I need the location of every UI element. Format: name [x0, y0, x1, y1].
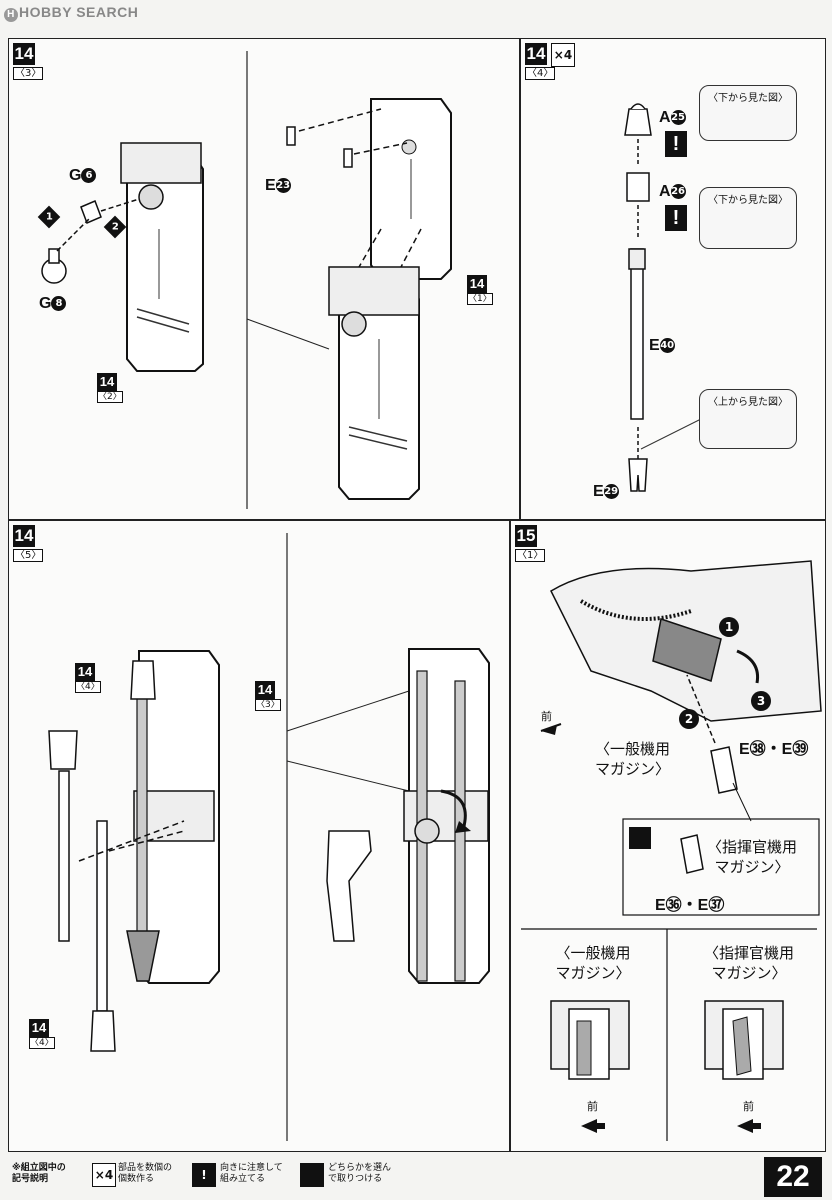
view-from-below-1: 〈下から見た図〉: [699, 85, 797, 141]
part-label-e40: E40: [649, 337, 675, 354]
step-sub: 〈5〉: [13, 549, 44, 562]
general-magazine-label: 〈一般機用 マガジン〉: [595, 740, 671, 778]
ref-tag-14-4-b: 14〈4〉: [29, 1019, 55, 1049]
multiplier-icon: ×4: [551, 43, 575, 67]
part-label-a25: A25: [659, 109, 686, 126]
ref-tag-14-2: 14〈2〉: [97, 373, 123, 403]
caution-legend-text: 向きに注意して 組み立てる: [220, 1163, 283, 1184]
part-label-e29: E29: [593, 483, 619, 500]
view-from-above: 〈上から見た図〉: [699, 389, 797, 449]
step-sub: 〈3〉: [13, 67, 44, 80]
panel-step-14-5: 14 〈5〉 14〈4〉 14〈3〉 14〈4〉: [8, 520, 510, 1152]
front-label: 前: [541, 710, 552, 723]
bottom-right-front: 前: [743, 1100, 754, 1113]
ref-tag-14-4: 14〈4〉: [75, 663, 101, 693]
ref-tag-14-3: 14〈3〉: [255, 681, 281, 711]
part-label-e23: E23: [265, 177, 291, 194]
multiplier-legend-text: 部品を数個の 個数作る: [118, 1163, 173, 1184]
assembly-diagram-14-3: [41, 51, 452, 509]
step-sub: 〈1〉: [515, 549, 546, 562]
step-number: 14: [13, 43, 35, 65]
multiplier-legend-icon: ×4: [92, 1163, 116, 1187]
step-badge-1: 1: [719, 617, 739, 637]
panel-step-15-1: 15 〈1〉 前 1 2 3 〈一般機用 マガジン〉 E㊳・E㊴ 〈指揮官機用 …: [510, 520, 826, 1152]
part-label-e38-e39: E㊳・E㊴: [739, 741, 809, 758]
caution-icon: !: [665, 131, 687, 157]
bottom-left-front: 前: [587, 1100, 598, 1113]
assembly-diagram-15-1: [521, 560, 822, 1141]
step-badge-3: 3: [751, 691, 771, 711]
view-from-below-2: 〈下から見た図〉: [699, 187, 797, 249]
step-sub: 〈4〉: [525, 67, 556, 80]
page-number: 22: [764, 1157, 822, 1197]
legend-footer: ※組立図中の 記号説明 ×4 部品を数個の 個数作る ! 向きに注意して 組み立…: [0, 1155, 832, 1200]
step-number: 15: [515, 525, 537, 547]
ref-tag-14-1: 14〈1〉: [467, 275, 493, 305]
choose-legend-text: どちらかを選ん で取りつける: [328, 1163, 392, 1184]
choose-one-icon: [629, 827, 651, 849]
caution-icon: !: [665, 205, 687, 231]
bottom-commander-title: 〈指揮官機用 マガジン〉: [703, 944, 794, 982]
commander-magazine-label: 〈指揮官機用 マガジン〉: [707, 838, 798, 876]
legend-title: ※組立図中の 記号説明: [12, 1163, 66, 1184]
bottom-general-title: 〈一般機用 マガジン〉: [555, 944, 631, 982]
choose-legend-icon: [300, 1163, 324, 1187]
step-number: 14: [13, 525, 35, 547]
step-number: 14: [525, 43, 547, 65]
part-label-a26: A26: [659, 183, 686, 200]
part-label-e36-e37: E㊱・E㊲: [655, 897, 725, 914]
assembly-diagram-14-5: [48, 533, 490, 1141]
caution-legend-icon: !: [192, 1163, 216, 1187]
step-badge-2: 2: [679, 709, 699, 729]
panel-step-14-4: 14 ×4 〈4〉 A25 ! A26 ! E40 E29 〈下から見た図〉 〈…: [520, 38, 826, 520]
